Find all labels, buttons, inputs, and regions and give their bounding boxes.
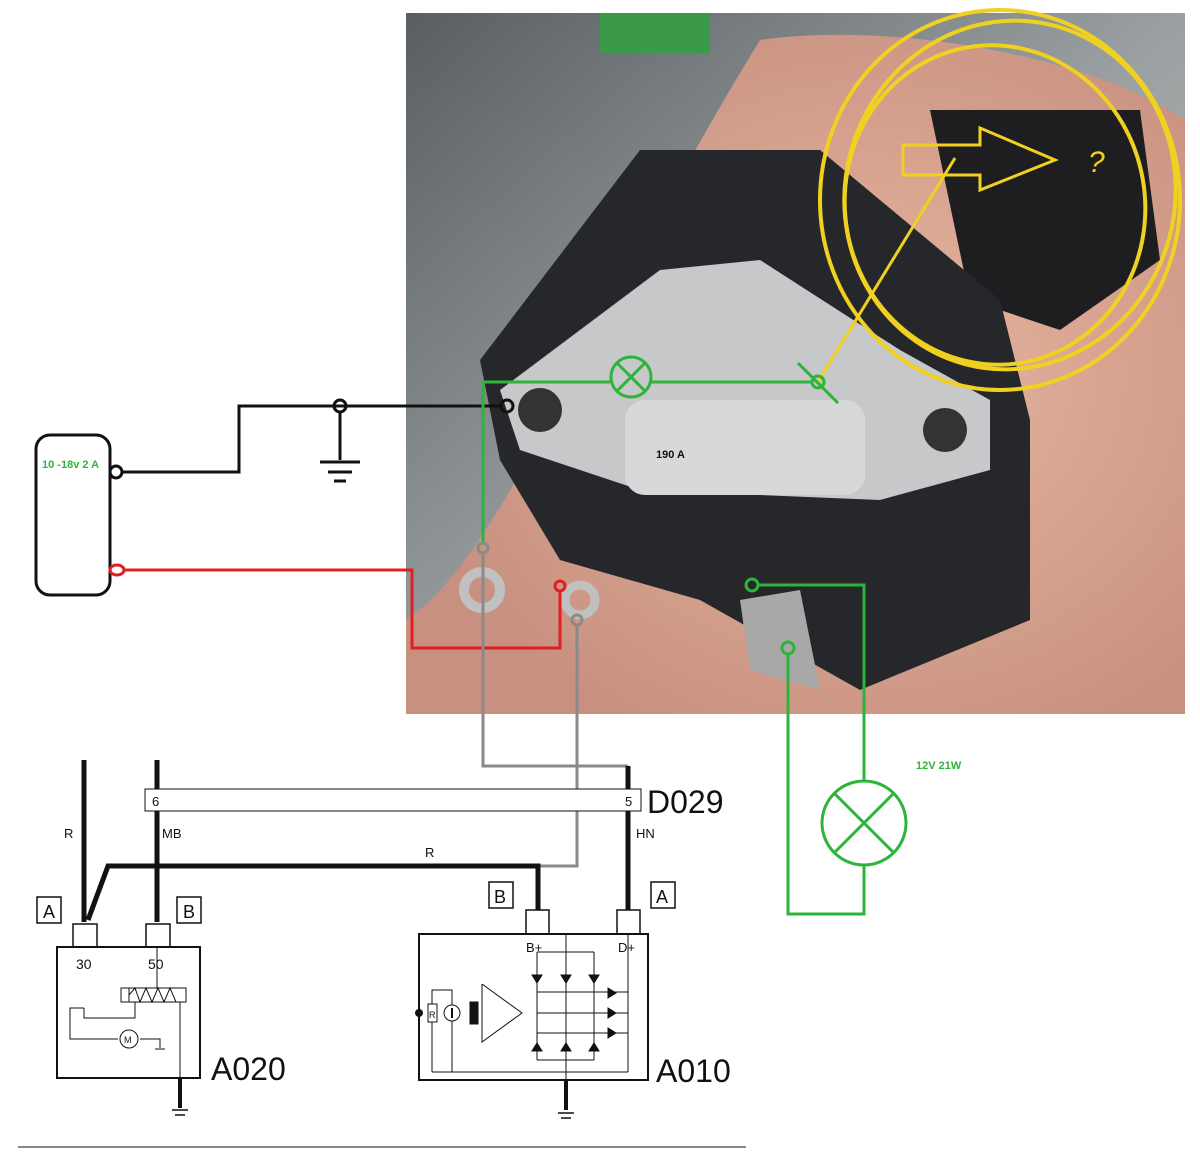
- starter-conn-a: A: [43, 902, 55, 922]
- term-50: 50: [148, 956, 164, 972]
- alternator-id: A010: [656, 1053, 731, 1089]
- schematic: [18, 760, 746, 1148]
- wire-r-mid-label: R: [425, 845, 434, 860]
- starter-id: A020: [211, 1051, 286, 1087]
- alternator-a010: [418, 933, 649, 1081]
- term-bplus: B+: [526, 940, 542, 955]
- starter-conn-b: B: [183, 902, 195, 922]
- rating-label: 190 A: [656, 449, 685, 461]
- yellow-annotation: [816, 8, 1182, 392]
- pin-5: 5: [625, 794, 632, 809]
- resistor-label: R: [429, 1010, 436, 1020]
- lamp-icon: [820, 779, 908, 867]
- supply-label: 10 -18v 2 A: [42, 459, 99, 471]
- term-dplus: D+: [618, 940, 635, 955]
- arrow-icon: [901, 125, 1059, 193]
- green-wire-plate: [481, 355, 840, 545]
- red-wire: [108, 563, 567, 650]
- term-30: 30: [76, 956, 92, 972]
- wire-hn-label: HN: [636, 826, 655, 841]
- connector-id: D029: [647, 784, 724, 820]
- green-wire-lamp: [744, 577, 908, 916]
- ground-wire: [108, 398, 515, 483]
- gray-wire: [476, 541, 628, 868]
- lamp-icon: [609, 355, 653, 399]
- power-supply-box: [34, 433, 112, 597]
- wire-mb-label: MB: [162, 826, 182, 841]
- alt-conn-b: B: [494, 887, 506, 907]
- regulator-photo: [406, 13, 1185, 714]
- aluminum-plate: [500, 260, 990, 500]
- pin-6: 6: [152, 794, 159, 809]
- motor-icon: M: [124, 1035, 132, 1045]
- question-mark: ?: [1088, 146, 1105, 179]
- alt-conn-a: A: [656, 887, 668, 907]
- connector-d029: [144, 788, 642, 812]
- wire-r-label: R: [64, 826, 73, 841]
- starter-a020: [56, 946, 201, 1079]
- lamp-label: 12V 21W: [916, 760, 962, 772]
